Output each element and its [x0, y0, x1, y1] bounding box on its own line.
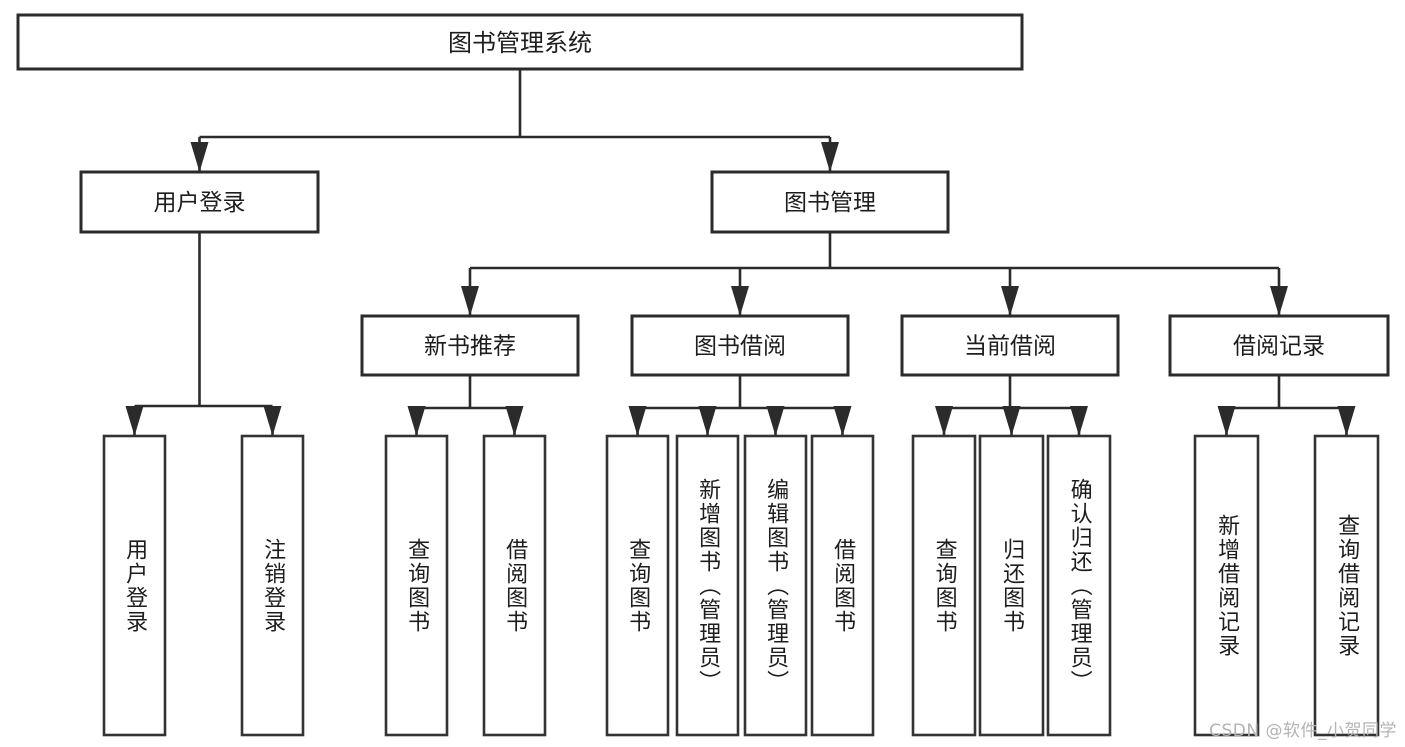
l3-1-to-leaves-arrow-icon-2: [766, 406, 785, 436]
level3-node-rect-3: [1168, 314, 1390, 377]
root-node-0[interactable]: [16, 13, 1024, 71]
l3-3-to-leaves-arrow-icon-1: [1337, 406, 1356, 436]
leaf-node-8[interactable]: [911, 434, 977, 737]
leaf-node-12[interactable]: [1313, 434, 1380, 737]
node-boxes-layer: [16, 13, 1390, 737]
leaf-node-3[interactable]: [482, 434, 547, 737]
level2-node-rect-0: [79, 170, 320, 234]
level2-node-rect-1: [710, 170, 950, 234]
leaf-node-7[interactable]: [810, 434, 875, 737]
root-node-label-0: 图书管理系统: [448, 29, 592, 57]
leaf-node-5[interactable]: [675, 434, 740, 737]
level3-node-3[interactable]: [1168, 314, 1390, 377]
l3-2-to-leaves-arrow-icon-1: [1002, 406, 1021, 436]
leaf-node-rect-1: [240, 434, 305, 737]
level2-node-label-1: 图书管理: [784, 190, 876, 216]
leaf-node-4[interactable]: [605, 434, 670, 737]
leaf-node-rect-11: [1193, 434, 1260, 737]
leaf-node-11[interactable]: [1193, 434, 1260, 737]
leaf-node-rect-7: [810, 434, 875, 737]
watermark-text: CSDN @软件_小贺同学: [1209, 721, 1397, 741]
level3-node-rect-2: [900, 314, 1120, 377]
books-to-level3-arrow-icon-2: [1001, 286, 1019, 316]
root-to-level2-arrow-icon-1: [821, 142, 839, 172]
level3-node-label-0: 新书推荐: [424, 334, 516, 360]
leaf-node-2[interactable]: [384, 434, 449, 737]
l3-1-to-leaves-arrow-icon-3: [833, 406, 852, 436]
l3-2-to-leaves-arrow-icon-0: [935, 406, 953, 436]
books-to-level3-arrow-icon-3: [1270, 286, 1288, 316]
leaf-node-10[interactable]: [1046, 434, 1112, 737]
l3-0-to-leaves-arrow-icon-1: [505, 406, 524, 436]
leaf-node-rect-0: [102, 434, 167, 737]
connector-edges-layer: [125, 69, 1356, 436]
root-to-level2-arrow-icon-0: [190, 142, 209, 172]
leaf-node-1[interactable]: [240, 434, 305, 737]
level3-node-label-1: 图书借阅: [694, 334, 786, 360]
leaf-node-rect-4: [605, 434, 670, 737]
leaf-node-0[interactable]: [102, 434, 167, 737]
level2-node-0[interactable]: [79, 170, 320, 234]
leaf-node-rect-6: [743, 434, 808, 737]
leaf-node-rect-2: [384, 434, 449, 737]
root-node-rect-0: [16, 13, 1024, 71]
leaf-node-rect-10: [1046, 434, 1112, 737]
level3-node-rect-0: [360, 314, 580, 377]
login-to-leaves-arrow-icon-1: [263, 406, 282, 436]
leaf-node-rect-3: [482, 434, 547, 737]
leaf-node-rect-8: [911, 434, 977, 737]
books-to-level3-arrow-icon-0: [461, 286, 479, 316]
leaf-node-rect-9: [978, 434, 1045, 737]
leaf-node-rect-5: [675, 434, 740, 737]
level3-node-0[interactable]: [360, 314, 580, 377]
books-to-level3-arrow-icon-1: [731, 286, 749, 316]
level3-node-rect-1: [630, 314, 850, 377]
level2-node-label-0: 用户登录: [154, 190, 246, 216]
l3-1-to-leaves-arrow-icon-0: [628, 406, 647, 436]
level3-node-2[interactable]: [900, 314, 1120, 377]
leaf-node-rect-12: [1313, 434, 1380, 737]
leaf-node-9[interactable]: [978, 434, 1045, 737]
level3-node-1[interactable]: [630, 314, 850, 377]
level3-node-label-2: 当前借阅: [964, 334, 1056, 360]
level3-node-label-3: 借阅记录: [1233, 334, 1325, 360]
l3-0-to-leaves-arrow-icon-0: [407, 406, 426, 436]
level2-node-1[interactable]: [710, 170, 950, 234]
login-to-leaves-arrow-icon-0: [125, 406, 144, 436]
l3-3-to-leaves-arrow-icon-0: [1217, 406, 1236, 436]
l3-2-to-leaves-arrow-icon-2: [1070, 406, 1088, 436]
l3-1-to-leaves-arrow-icon-1: [698, 406, 717, 436]
leaf-node-6[interactable]: [743, 434, 808, 737]
